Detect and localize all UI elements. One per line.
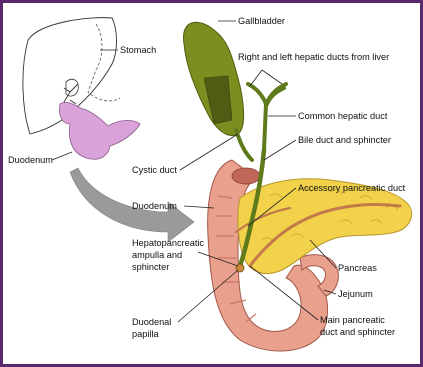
label-stomach: Stomach — [120, 45, 156, 55]
label-gallbladder: Gallbladder — [238, 16, 285, 26]
hepatic-ducts — [248, 84, 286, 150]
inset-stomach-outline — [88, 24, 120, 101]
label-hepatopancreatic-3: sphincter — [132, 262, 169, 272]
inset-duodenum-shape — [59, 102, 140, 159]
label-bile-duct: Bile duct and sphincter — [298, 135, 391, 145]
label-hepatic-ducts: Right and left hepatic ducts from liver — [238, 52, 389, 62]
label-pancreas: Pancreas — [338, 263, 377, 273]
cystic-duct — [236, 130, 252, 160]
label-duodenum-inset: Duodenum — [8, 155, 53, 165]
label-jejunum: Jejunum — [338, 289, 373, 299]
label-main-duct-2: duct and sphincter — [320, 327, 395, 337]
duodenum-opening — [232, 168, 260, 184]
label-hepatopancreatic-2: ampulla and — [132, 250, 182, 260]
inset-organs — [23, 18, 140, 160]
label-duodenal-papilla-2: papilla — [132, 329, 159, 339]
label-main-duct-1: Main pancreatic — [320, 315, 385, 325]
label-common-hepatic-duct: Common hepatic duct — [298, 111, 388, 121]
label-cystic-duct: Cystic duct — [132, 165, 177, 175]
label-duodenal-papilla-1: Duodenal — [132, 317, 171, 327]
label-hepatopancreatic-1: Hepatopancreatic — [132, 238, 204, 248]
inset-gallbladder-outline — [66, 79, 78, 96]
label-accessory-duct: Accessory pancreatic duct — [298, 183, 406, 193]
label-duodenum: Duodenum — [132, 201, 177, 211]
